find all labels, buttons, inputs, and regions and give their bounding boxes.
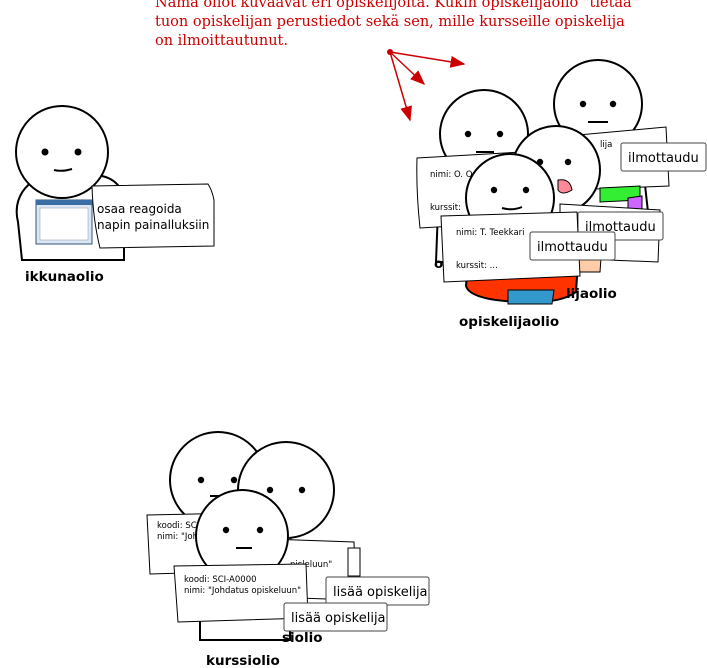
student-right-card-text: lija xyxy=(600,140,612,150)
student-caption-behind-right: lijaolio xyxy=(566,286,617,302)
course-front-card-name: nimi: "Johdatus opiskeluun" xyxy=(184,586,301,596)
student-caption: opiskelijaolio xyxy=(459,314,559,330)
window-object: osaa reagoida napin painalluksiin ikkuna… xyxy=(15,105,215,285)
course-back-card-name: nimi: "Joh xyxy=(157,532,198,542)
course-caption-behind: siolio xyxy=(282,630,322,646)
course-button-front: lisää opiskelija xyxy=(291,611,386,626)
course-front-card-code: koodi: SCI-A0000 xyxy=(184,575,257,585)
student-front-card-name: nimi: T. Teekkari xyxy=(456,228,525,238)
student-back-card-courses: kurssit: xyxy=(430,203,461,213)
student-objects: lija ilmottaudu nimi: O. O kurssit: xyxy=(416,59,707,330)
annotation-text: Nämä oliot kuvaavat eri opiskelijoita. K… xyxy=(155,0,639,49)
course-figure-front: koodi: SCI-A0000 nimi: "Johdatus opiskel… xyxy=(173,489,388,641)
course-objects: koodi: SCI nimi: "Joh pisleluun" lisää o… xyxy=(146,431,430,668)
course-back-card-code: koodi: SCI xyxy=(157,521,199,531)
window-card-line2: napin painalluksiin xyxy=(97,218,209,232)
student-figure-front: nimi: T. Teekkari kurssit: ... ilmottaud… xyxy=(440,153,616,305)
student-button-front: ilmottaudu xyxy=(537,240,608,255)
student-caption-behind-left: o xyxy=(434,256,443,272)
student-back-card-name: nimi: O. O xyxy=(430,170,473,180)
window-caption: ikkunaolio xyxy=(25,269,104,285)
window-card-line1: osaa reagoida xyxy=(97,202,182,216)
course-caption: kurssiolio xyxy=(206,653,280,668)
course-middle-card-text: pisleluun" xyxy=(290,560,332,570)
student-button-middle: ilmottaudu xyxy=(585,220,656,235)
student-button-back: ilmottaudu xyxy=(628,151,699,166)
student-front-card-courses: kurssit: ... xyxy=(456,261,498,271)
course-button-back: lisää opiskelija xyxy=(333,585,428,600)
window-icon xyxy=(35,199,93,245)
annotation-arrows xyxy=(387,49,466,122)
